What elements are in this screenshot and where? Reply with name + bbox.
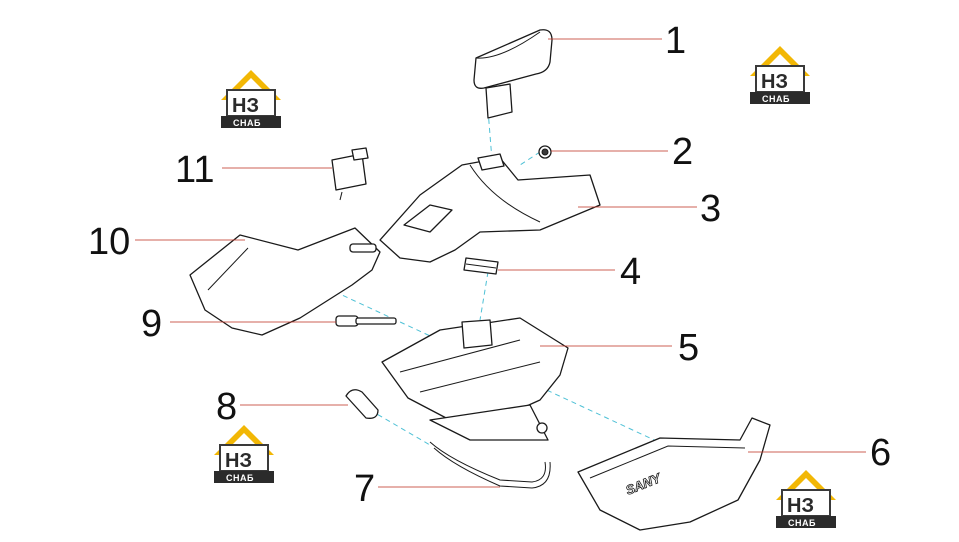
axis-handle [369,409,431,446]
axis-knob [519,151,541,166]
watermark-logo-bottom-left: НЗ СНАБ [214,425,274,483]
watermark-sub-text: СНАБ [788,518,816,528]
part-handle-bar [429,441,551,489]
watermark-logo-top-left: НЗ СНАБ [221,70,281,128]
callout-2: 2 [672,131,693,173]
callout-6: 6 [870,432,891,474]
callout-1: 1 [665,20,686,62]
callout-3: 3 [700,188,721,230]
part-frame-assembly [381,317,569,441]
part-side-cover: SANY [577,417,771,531]
part-upper-cover [379,153,601,263]
assembly-axes [244,109,666,446]
callout-11: 11 [175,149,214,191]
part-knob [538,145,552,159]
leader-lines [135,38,866,488]
part-latch [331,147,369,201]
watermark-sub-text: СНАБ [762,94,790,104]
watermark-main-text: НЗ [232,95,259,117]
watermark-main-text: НЗ [225,450,252,472]
axis-bracket [479,271,489,321]
watermark-main-text: НЗ [787,495,814,517]
part-small-bracket [463,257,499,275]
callout-4: 4 [620,251,641,293]
part-gas-strut [335,315,397,327]
part-grip [345,389,379,419]
watermark-main-text: НЗ [761,71,788,93]
watermark-sub-text: СНАБ [233,118,261,128]
callout-numbers: 1 2 3 4 5 6 7 8 9 10 11 [88,20,891,510]
callout-8: 8 [216,386,237,428]
part-left-panel [189,227,381,336]
watermark-logo-top-right: НЗ СНАБ [750,46,810,104]
callout-7: 7 [354,468,375,510]
watermark-logo-bottom-right: НЗ СНАБ [776,470,836,528]
callout-10: 10 [88,221,130,263]
watermark-sub-text: СНАБ [226,473,254,483]
part-armrest [473,29,553,119]
callout-5: 5 [678,327,699,369]
callout-9: 9 [141,303,162,345]
